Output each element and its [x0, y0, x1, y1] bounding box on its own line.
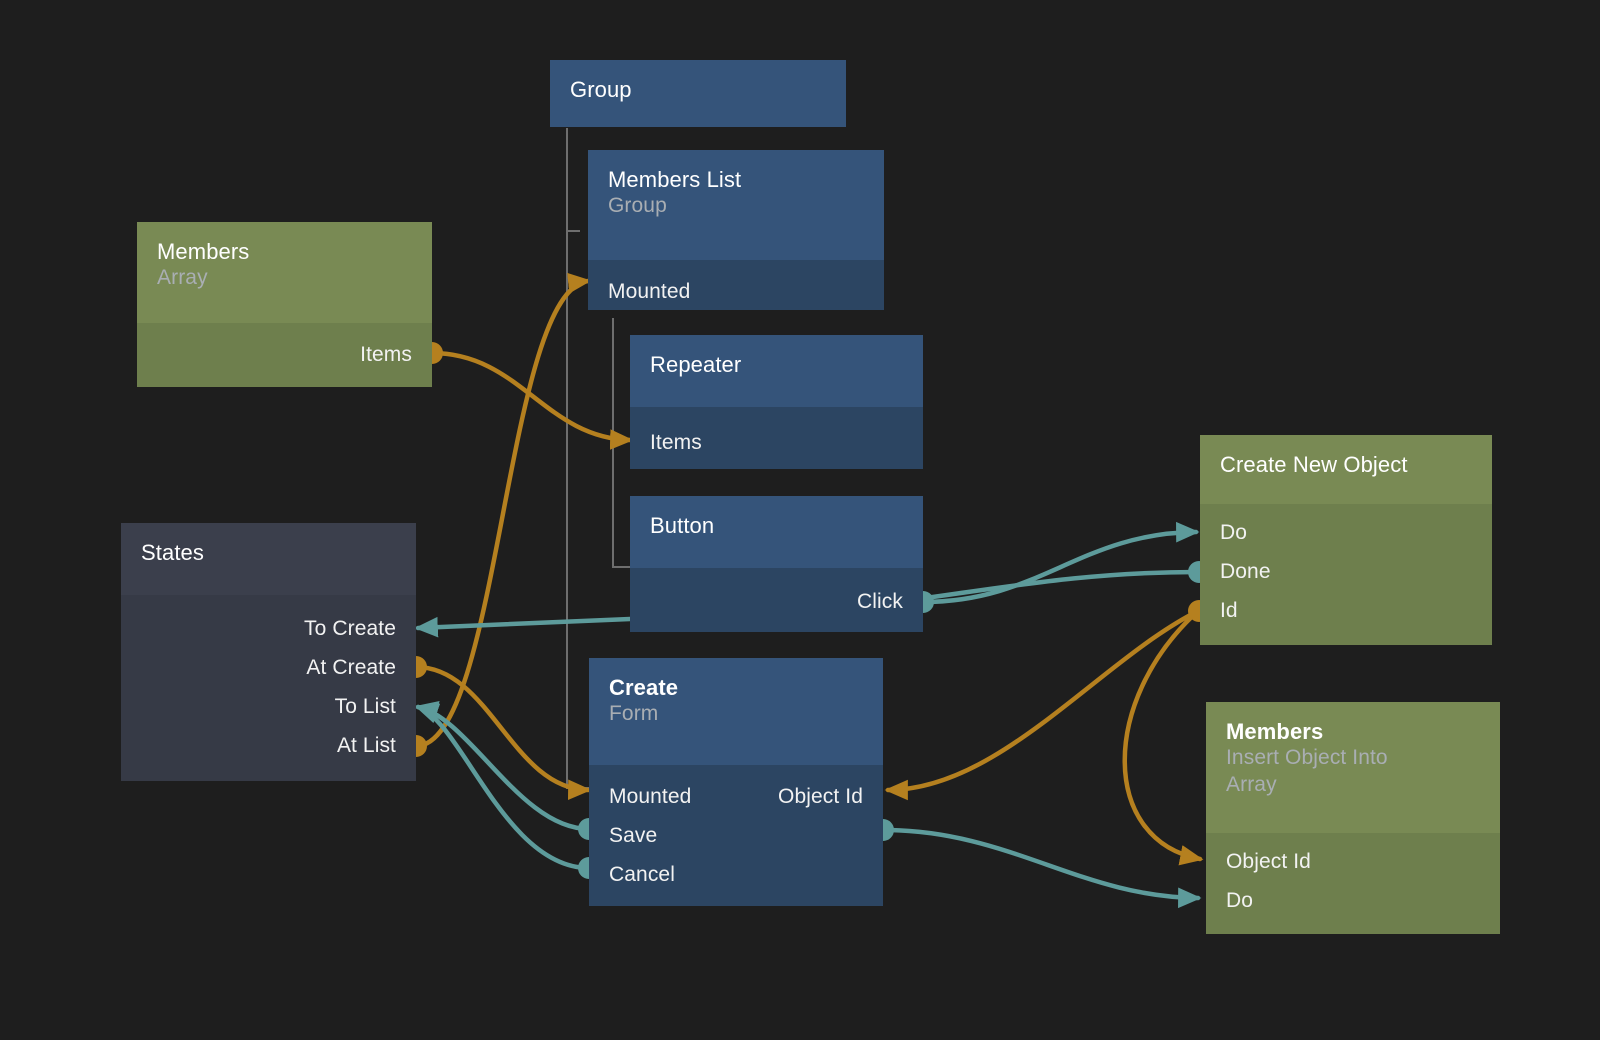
- port-label-id: Id: [1220, 598, 1238, 622]
- port-states-at-list[interactable]: At List: [121, 726, 416, 765]
- node-members-list-body: Mounted: [588, 260, 884, 310]
- port-label-object-id: Object Id: [1226, 849, 1311, 873]
- node-members-array-subtitle: Array: [157, 266, 208, 290]
- node-create-new-object[interactable]: Create New Object Do Done Id: [1200, 435, 1492, 645]
- node-members-insert-body: Object Id Do: [1206, 833, 1500, 934]
- node-button[interactable]: Button Click: [630, 496, 923, 632]
- node-members-array-title: Members: [157, 239, 250, 264]
- wire-create-out-to-membersinsert-do: [880, 827, 1202, 909]
- port-label-mounted[interactable]: Mounted: [609, 784, 692, 808]
- port-label-to-list: To List: [334, 694, 396, 718]
- tree-guide-group-trunk: [566, 128, 568, 788]
- node-create-new-object-header: Create New Object: [1200, 435, 1492, 504]
- node-members-insert-subtitle: Insert Object Into Array: [1226, 746, 1388, 797]
- node-members-insert[interactable]: Members Insert Object Into Array Object …: [1206, 702, 1500, 934]
- port-label-do: Do: [1226, 888, 1254, 912]
- port-membersinsert-object-id[interactable]: Object Id: [1206, 842, 1500, 881]
- node-states-title: States: [141, 540, 204, 565]
- port-create-mounted-objectid-row: Mounted Object Id: [589, 777, 883, 816]
- node-button-body: Click: [630, 568, 923, 632]
- port-members-list-mounted[interactable]: Mounted: [588, 272, 884, 311]
- port-repeater-items[interactable]: Items: [630, 423, 923, 462]
- port-create-save[interactable]: Save: [589, 816, 883, 855]
- port-states-to-list[interactable]: To List: [121, 687, 416, 726]
- port-label-save: Save: [609, 823, 658, 847]
- tree-guide-memberslist-trunk: [612, 318, 614, 568]
- wire-members-items-to-repeater-items: [429, 350, 634, 450]
- node-members-array[interactable]: Members Array Items: [137, 222, 432, 387]
- node-members-list[interactable]: Members List Group Mounted: [588, 150, 884, 310]
- wire-create-save-to-states-tolist: [414, 701, 592, 832]
- port-cno-do[interactable]: Do: [1200, 513, 1492, 552]
- node-repeater-title: Repeater: [650, 352, 742, 377]
- node-button-header: Button: [630, 496, 923, 568]
- tree-guide-group-to-create: [566, 787, 590, 789]
- node-states[interactable]: States To Create At Create To List At Li…: [121, 523, 416, 781]
- port-membersinsert-do[interactable]: Do: [1206, 881, 1500, 920]
- node-create-form-title: Create: [609, 675, 679, 700]
- tree-guide-memberslist-to-button: [612, 566, 630, 568]
- node-states-header: States: [121, 523, 416, 595]
- node-group-header: Group: [550, 60, 846, 127]
- node-repeater-header: Repeater: [630, 335, 923, 407]
- node-states-body: To Create At Create To List At List: [121, 595, 416, 781]
- node-members-list-subtitle: Group: [608, 194, 667, 218]
- node-members-insert-title: Members: [1226, 719, 1324, 744]
- port-label-object-id[interactable]: Object Id: [778, 784, 863, 808]
- port-label-to-create: To Create: [304, 616, 396, 640]
- port-label-click: Click: [857, 589, 903, 613]
- node-button-title: Button: [650, 513, 715, 538]
- port-label-done: Done: [1220, 559, 1271, 583]
- node-create-form-body: Mounted Object Id Save Cancel: [589, 765, 883, 906]
- wire-create-cancel-to-states-tolist: [414, 703, 592, 871]
- node-members-list-header: Members List Group: [588, 150, 884, 260]
- node-create-new-object-title: Create New Object: [1220, 452, 1408, 477]
- node-create-form-subtitle: Form: [609, 702, 659, 726]
- wire-createnewobject-id-to-create-objectid: [884, 608, 1201, 801]
- port-cno-done[interactable]: Done: [1200, 552, 1492, 591]
- node-repeater[interactable]: Repeater Items: [630, 335, 923, 469]
- node-create-form-header: Create Form: [589, 658, 883, 765]
- node-members-list-title: Members List: [608, 167, 742, 192]
- node-group-title: Group: [570, 77, 632, 102]
- node-members-array-body: Items: [137, 323, 432, 387]
- node-members-array-header: Members Array: [137, 222, 432, 323]
- port-states-at-create[interactable]: At Create: [121, 648, 416, 687]
- tree-guide-memberslist-to-repeater: [612, 440, 630, 442]
- node-group[interactable]: Group: [550, 60, 846, 127]
- wire-button-click-to-createnewobject-do: [920, 521, 1200, 605]
- port-cno-id[interactable]: Id: [1200, 591, 1492, 630]
- port-label-at-list: At List: [336, 733, 396, 757]
- port-members-array-items[interactable]: Items: [137, 335, 432, 374]
- wire-states-atcreate-to-create-mounted: [413, 664, 592, 801]
- port-create-cancel[interactable]: Cancel: [589, 855, 883, 894]
- port-states-to-create[interactable]: To Create: [121, 609, 416, 648]
- wire-states-atlist-to-memberslist-mounted: [413, 273, 592, 749]
- tree-guide-group-to-memberslist: [566, 230, 580, 232]
- wire-createnewobject-id-to-membersinsert-objectid: [1122, 608, 1204, 866]
- port-label-mounted: Mounted: [608, 279, 691, 303]
- port-label-cancel: Cancel: [609, 862, 675, 886]
- node-create-form[interactable]: Create Form Mounted Object Id Save Cance…: [589, 658, 883, 906]
- node-create-new-object-body: Do Done Id: [1200, 504, 1492, 645]
- port-button-click[interactable]: Click: [630, 582, 923, 621]
- port-label-items: Items: [650, 430, 702, 454]
- port-label-at-create: At Create: [306, 655, 396, 679]
- port-label-items: Items: [360, 342, 412, 366]
- node-repeater-body: Items: [630, 407, 923, 469]
- node-members-insert-header: Members Insert Object Into Array: [1206, 702, 1500, 833]
- port-label-do: Do: [1220, 520, 1248, 544]
